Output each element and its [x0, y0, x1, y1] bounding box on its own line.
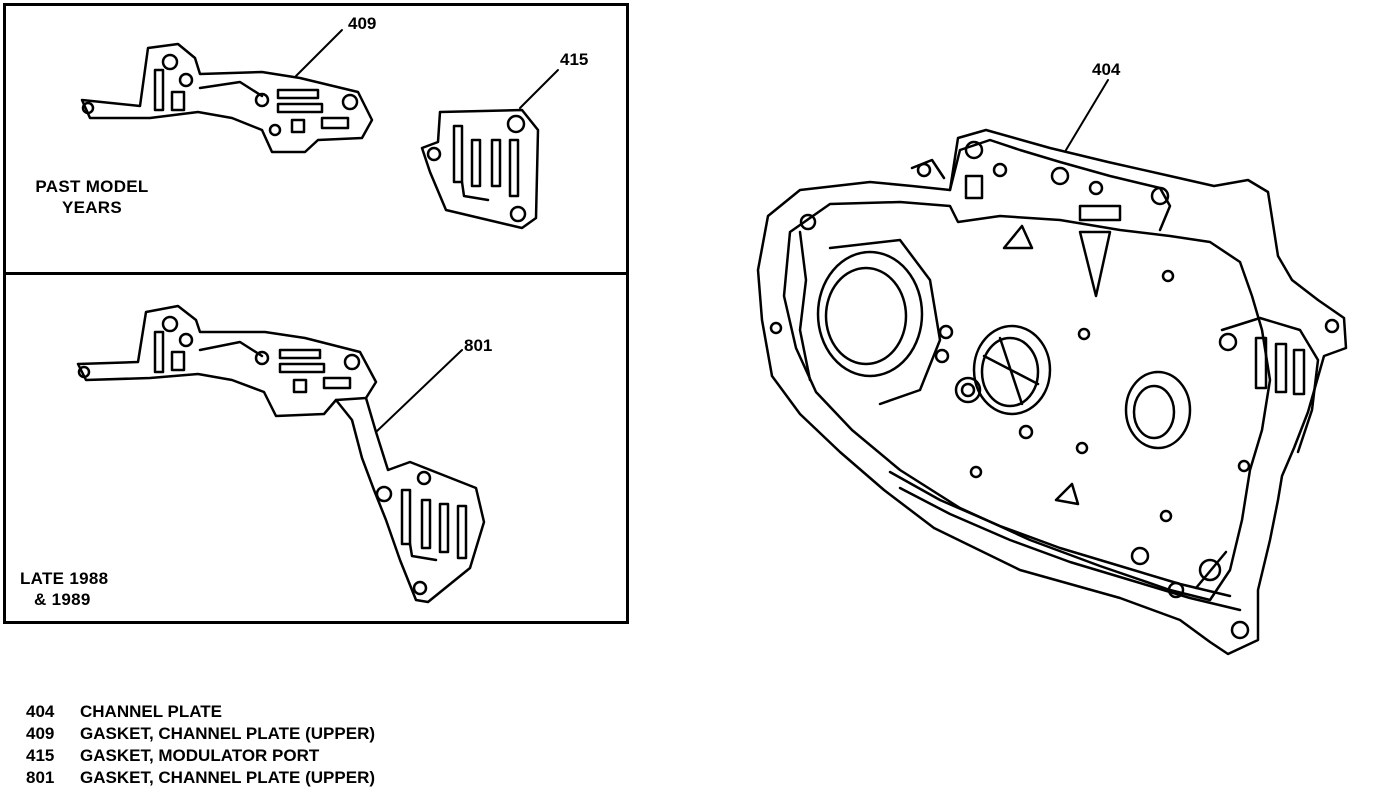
caption-late-line1: LATE 1988 — [20, 569, 109, 588]
caption-late-1988-1989: LATE 1988 & 1989 — [20, 568, 108, 610]
legend-number: 415 — [26, 746, 55, 765]
channel-plate-404-drawing — [756, 128, 1348, 656]
gasket-409-drawing — [80, 42, 374, 154]
gasket-415-drawing — [420, 108, 540, 230]
legend-row: 801 GASKET, CHANNEL PLATE (UPPER) — [26, 767, 375, 789]
legend-row: 404 CHANNEL PLATE — [26, 701, 375, 723]
caption-past-model-years: PAST MODEL YEARS — [24, 176, 160, 218]
caption-late-line2: & 1989 — [34, 590, 91, 609]
legend-number: 801 — [26, 768, 55, 787]
legend-number: 404 — [26, 702, 55, 721]
legend-row: 409 GASKET, CHANNEL PLATE (UPPER) — [26, 723, 375, 745]
legend-description: GASKET, MODULATOR PORT — [80, 746, 320, 765]
panel-late-1988-1989 — [3, 272, 629, 624]
gasket-801-drawing — [76, 304, 486, 604]
leader-404 — [1065, 79, 1109, 151]
caption-past-line2: YEARS — [61, 198, 123, 217]
legend-number: 409 — [26, 724, 55, 743]
leader-415 — [519, 69, 559, 109]
callout-415: 415 — [560, 50, 589, 69]
legend-description: GASKET, CHANNEL PLATE (UPPER) — [80, 724, 376, 743]
callout-801: 801 — [464, 336, 493, 355]
parts-legend: 404 CHANNEL PLATE 409 GASKET, CHANNEL PL… — [26, 701, 375, 789]
leader-801 — [375, 349, 463, 433]
legend-description: GASKET, CHANNEL PLATE (UPPER) — [80, 768, 376, 787]
callout-409: 409 — [348, 14, 377, 33]
callout-404: 404 — [1092, 60, 1121, 79]
leader-409 — [295, 29, 343, 77]
legend-row: 415 GASKET, MODULATOR PORT — [26, 745, 375, 767]
caption-past-line1: PAST MODEL — [35, 177, 149, 196]
legend-description: CHANNEL PLATE — [80, 702, 222, 721]
panel-past-model-years — [3, 3, 629, 275]
